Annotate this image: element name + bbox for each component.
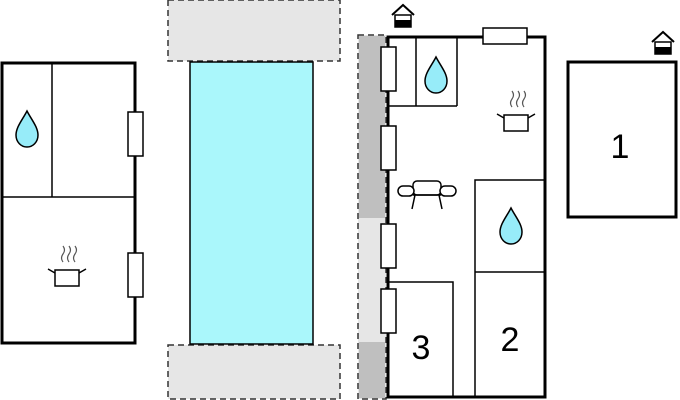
left-building-wall (0, 61, 137, 345)
window (380, 223, 397, 269)
sofa-icon (397, 180, 457, 210)
left-building (0, 61, 144, 345)
water-drop-icon (15, 110, 39, 148)
window (482, 27, 528, 45)
room-2 (474, 179, 546, 398)
room-1 (566, 60, 678, 219)
room-label-3: 3 (412, 329, 431, 367)
terrace-strip-dark (359, 342, 385, 398)
house-entrance-icon (651, 31, 675, 55)
room-1-building: 1 (566, 31, 678, 219)
window (380, 288, 397, 334)
room-label-1: 1 (611, 128, 630, 166)
room-label-2: 2 (501, 321, 520, 359)
room-3 (388, 281, 454, 397)
water-drop-icon (424, 56, 448, 94)
cooking-pot-icon (47, 245, 87, 287)
terrace-top (167, 0, 341, 62)
window (380, 125, 397, 171)
window (127, 252, 144, 298)
swimming-pool (189, 61, 314, 345)
water-drop-icon (499, 207, 523, 245)
cooking-pot-icon (496, 90, 536, 132)
terrace-bottom (167, 344, 341, 400)
window (127, 111, 144, 157)
main-building: 3 2 (357, 4, 547, 400)
pool-area (167, 0, 341, 400)
window (380, 46, 397, 92)
house-entrance-icon (391, 4, 415, 28)
